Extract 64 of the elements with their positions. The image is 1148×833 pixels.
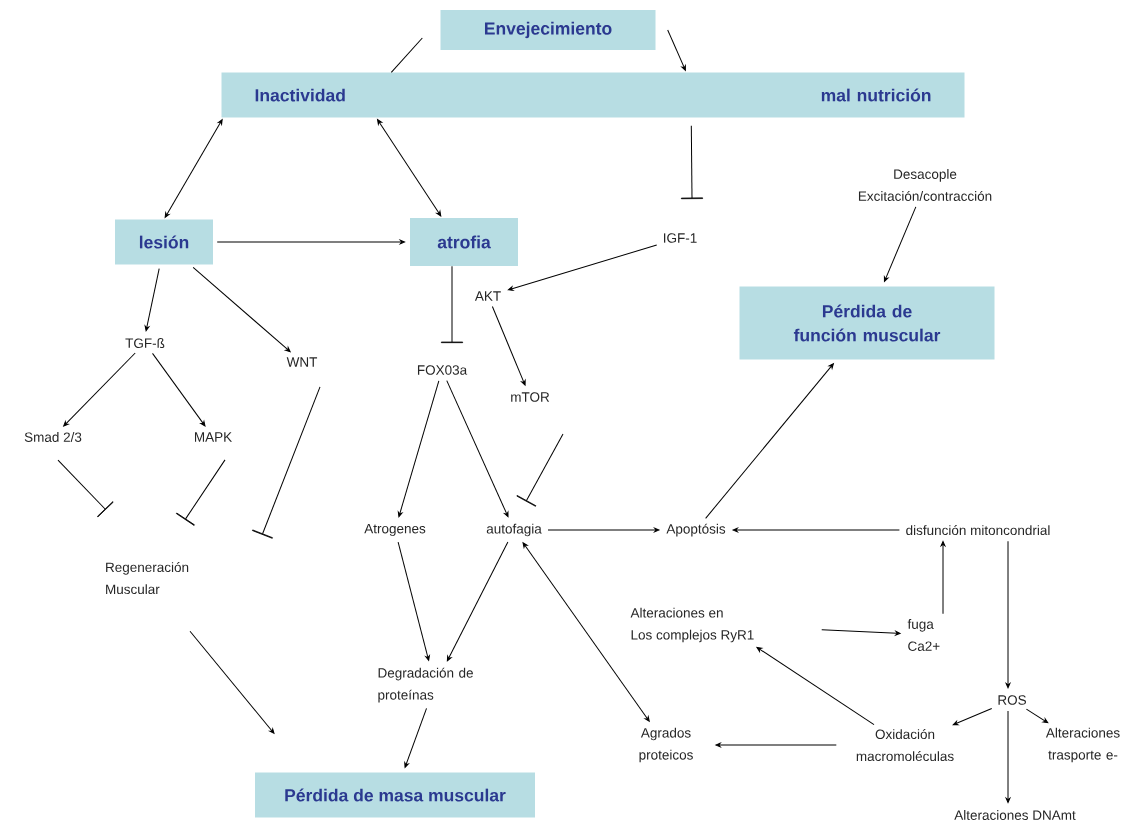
arrow [192,266,291,353]
process-box: atrofia [410,218,518,266]
inhibition-line [57,459,114,518]
pathway-label: Agrados proteicos [639,727,693,763]
pathway-label: Desacople Excitación/contracción [858,169,992,201]
pathway-label: MAPK [195,432,232,442]
arrow [883,206,917,282]
factor-bar: Inactividad mal nutrición [221,72,965,118]
pathway-label: Alteraciones en Los complejos RyR1 [630,607,754,643]
pathway-label: IGF-1 [664,233,697,243]
arrow [705,363,834,519]
process-box: lesión [115,219,213,265]
arrow [732,527,900,533]
pathway-label: Smad 2/3 [24,432,82,442]
connector-line [390,37,423,73]
arrow [404,707,428,768]
pathway-label: AKT [474,291,501,301]
pathway-label: Apoptósis [666,523,726,537]
double-arrow [164,119,223,218]
pathway-label: autofagia [486,523,542,537]
arrow [952,708,993,726]
pathway-label: Alteraciones trasporte e- [1045,727,1120,763]
pathway-label: ROS [998,695,1027,705]
arrow [940,541,946,615]
arrow [547,527,660,533]
arrow [446,380,509,518]
inhibition-line [252,386,321,539]
pathway-label: disfunción mitoncondrial [906,524,1050,536]
arrow [189,630,275,734]
double-arrow [377,119,442,217]
arrow [507,244,658,291]
pathway-label: mTOR [511,392,550,402]
pathway-label: fuga Ca2+ [907,619,940,651]
arrow [821,629,901,636]
arrow [715,742,837,748]
pathway-label: Oxidación macromoléculas [856,728,954,762]
arrow [63,352,136,427]
pathway-label: WNT [286,357,318,367]
inhibition-line [176,459,226,526]
arrow [1025,708,1049,724]
pathway-label: Atrogenes [364,523,426,537]
arrow [152,352,206,427]
process-box: Pérdida de función muscular [739,286,995,360]
arrow [1005,540,1011,689]
pathway-label: Alteraciones DNAmt [954,810,1076,820]
pathway-label: FOX03a [418,365,468,375]
arrow [446,541,509,662]
arrow [491,306,526,386]
arrow [144,268,160,332]
arrow [397,541,430,661]
process-box: Pérdida de masa muscular [255,772,535,818]
arrow [756,646,875,726]
arrow [216,239,406,245]
pathway-label: Regeneración Muscular [106,561,189,595]
arrow [1005,710,1011,804]
double-arrow [522,542,650,722]
inhibition-line [516,433,564,507]
inhibition-line [441,265,463,344]
arrow [667,29,686,71]
pathway-label: Degradación de proteínas [378,667,473,703]
inhibition-line [681,125,703,200]
pathway-label: TGF-ß [125,338,165,348]
process-box: Envejecimiento [440,10,656,50]
arrow [397,380,440,518]
